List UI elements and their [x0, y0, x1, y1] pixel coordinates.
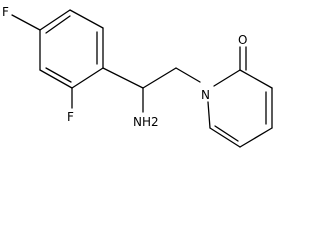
ring-bond: [39, 69, 73, 89]
ring-bond: [209, 127, 241, 148]
ring-nitrogen-label: N: [201, 88, 210, 102]
fluorine-top-label: F: [2, 5, 9, 19]
fluorine-ortho-label: F: [67, 110, 74, 124]
ring-bond: [239, 69, 273, 89]
ring-double-bond: [45, 67, 72, 83]
pyridinone-ring: [207, 69, 273, 148]
c-f-bond-top: [11, 14, 41, 31]
ring-bond: [39, 9, 71, 31]
difluorophenyl-ring: [39, 9, 104, 89]
chemical-structure-diagram: F F NH2 N O: [2, 5, 273, 148]
amine-label: NH2: [133, 115, 159, 129]
ring-bond: [69, 9, 104, 29]
ring-double-bond: [45, 15, 71, 34]
ring-bond: [207, 101, 211, 129]
ring-to-ch-bond: [102, 67, 144, 89]
ring-double-bond: [214, 125, 239, 142]
ring-bond: [71, 67, 104, 89]
ch2-to-n-bond: [175, 67, 201, 83]
ch-to-ch2-bond: [142, 67, 177, 89]
ring-bond: [239, 127, 273, 148]
ring-bond: [213, 69, 241, 87]
carbonyl-oxygen-label: O: [238, 33, 247, 47]
